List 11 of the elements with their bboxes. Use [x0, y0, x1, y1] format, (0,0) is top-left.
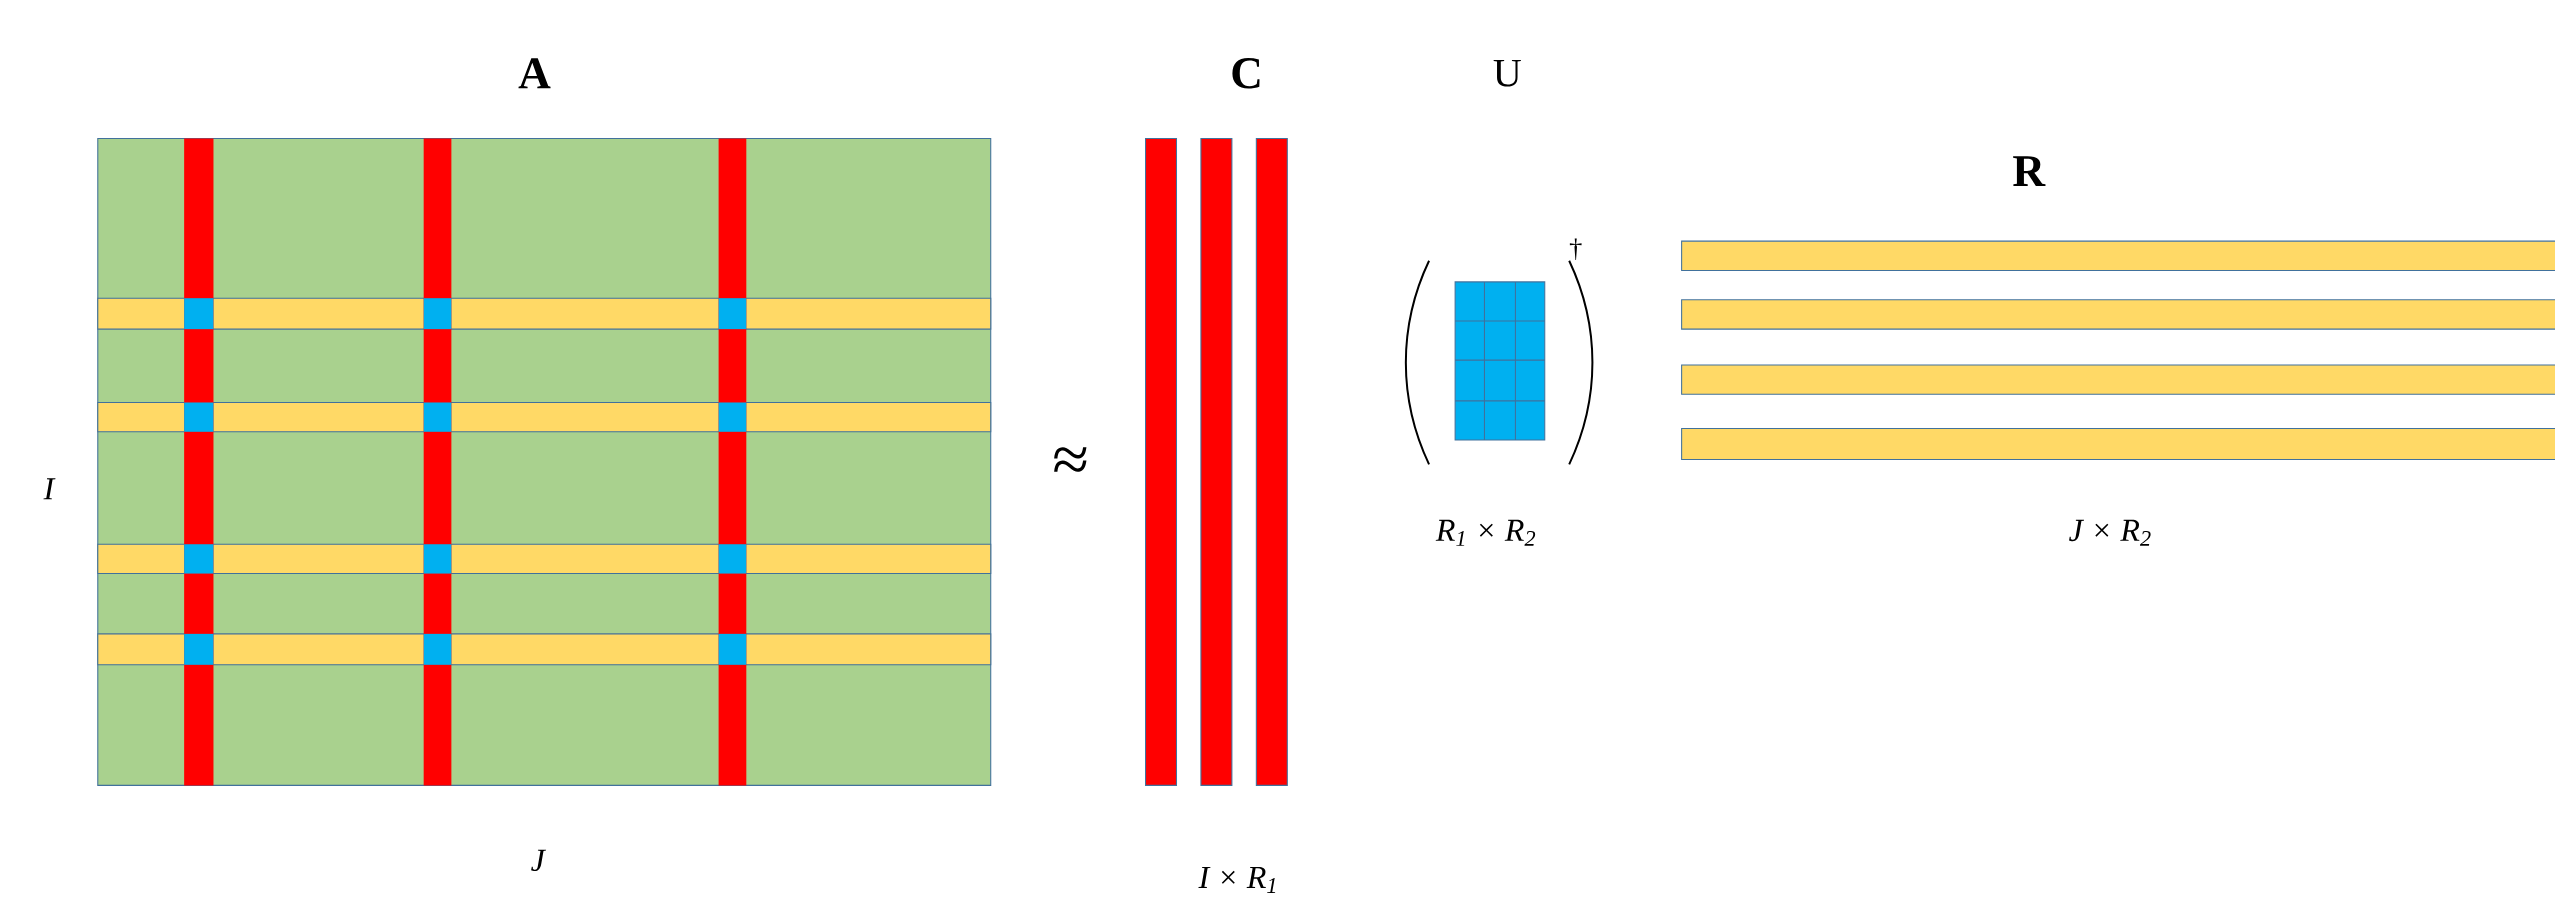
matrix-title: R: [2013, 156, 2046, 186]
matrix-title: C: [1232, 57, 1260, 89]
matrix-title: U: [1493, 59, 1521, 87]
dagger-symbol: †: [1569, 238, 1582, 260]
dimension-label: R$_{1}$ × R$_{2}$: [1435, 519, 1536, 546]
dimension-label: J: [531, 849, 547, 871]
dimension-label: I × R$_{1}$: [1198, 866, 1276, 893]
dimension-label: J × R$_{2}$: [2069, 519, 2151, 546]
dimension-label: I: [43, 478, 56, 500]
matrix-title: A: [518, 58, 551, 89]
approx-symbol: ≈: [1054, 447, 1087, 472]
